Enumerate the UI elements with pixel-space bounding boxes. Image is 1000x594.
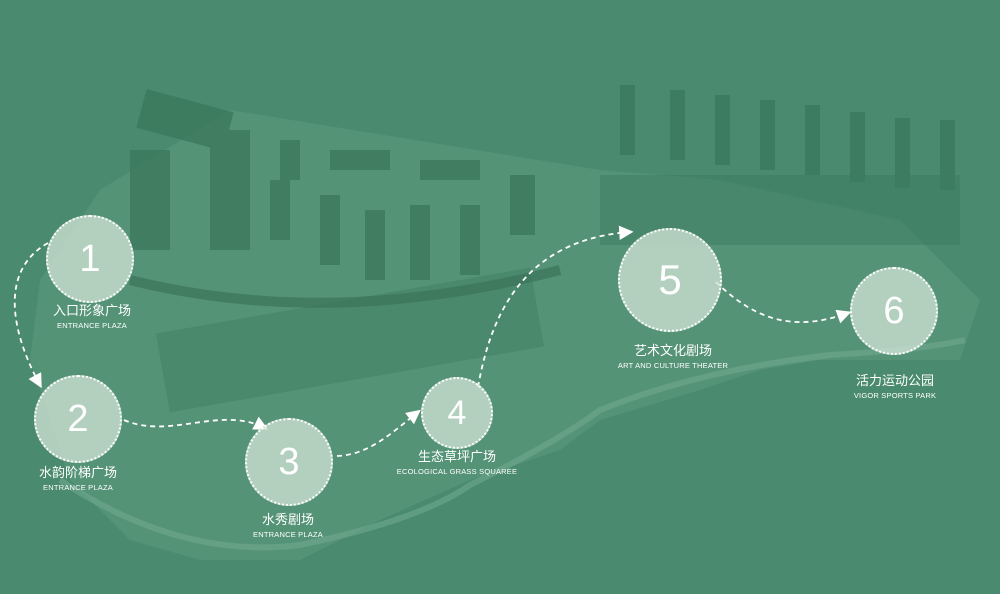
station-1-label: 入口形象广场 ENTRANCE PLAZA [53, 304, 131, 331]
station-3-label: 水秀剧场 ENTRANCE PLAZA [253, 513, 323, 540]
station-3-number: 3 [278, 440, 300, 483]
station-6-name-cn: 活力运动公园 [855, 374, 934, 389]
station-2-number: 2 [67, 397, 89, 440]
station-5-name-cn: 艺术文化剧场 [633, 344, 712, 359]
station-4-marker[interactable]: 4 [421, 377, 493, 449]
station-5-number: 5 [658, 256, 682, 303]
station-4-name-cn: 生态草坪广场 [417, 450, 497, 465]
station-2-marker[interactable]: 2 [34, 375, 122, 463]
riverbank [58, 337, 966, 551]
station-3-marker[interactable]: 3 [245, 418, 333, 506]
station-4-label: 生态草坪广场 ECOLOGICAL GRASS SQUAREE [397, 450, 517, 477]
station-1-name-cn: 入口形象广场 [52, 304, 132, 319]
station-1-name-en: ENTRANCE PLAZA [57, 321, 127, 330]
route-3-4 [336, 409, 421, 457]
station-5-label: 艺术文化剧场 ART AND CULTURE THEATER [618, 344, 728, 371]
station-1-marker[interactable]: 1 [46, 215, 134, 303]
station-4-name-en: ECOLOGICAL GRASS SQUAREE [396, 467, 518, 476]
station-4-number: 4 [447, 393, 467, 432]
route-1-2 [13, 242, 49, 389]
station-3-name-cn: 水秀剧场 [261, 513, 314, 528]
station-6-label: 活力运动公园 VIGOR SPORTS PARK [854, 374, 936, 401]
station-1-number: 1 [79, 237, 101, 280]
street-arc [128, 265, 562, 308]
route-path [13, 225, 852, 457]
station-2-name-en: ENTRANCE PLAZA [43, 483, 113, 492]
station-6-number: 6 [883, 289, 905, 332]
station-2-label: 水韵阶梯广场 ENTRANCE PLAZA [39, 466, 117, 493]
station-5-name-en: ART AND CULTURE THEATER [617, 361, 729, 370]
station-6-name-en: VIGOR SPORTS PARK [853, 391, 937, 400]
station-6-marker[interactable]: 6 [850, 267, 938, 355]
route-4-5 [477, 225, 634, 388]
station-2-name-cn: 水韵阶梯广场 [38, 466, 118, 481]
station-3-name-en: ENTRANCE PLAZA [253, 530, 323, 539]
building-blocks [130, 85, 960, 413]
station-5-marker[interactable]: 5 [618, 228, 722, 332]
route-5-6 [715, 281, 852, 324]
route-2-3 [123, 416, 269, 430]
